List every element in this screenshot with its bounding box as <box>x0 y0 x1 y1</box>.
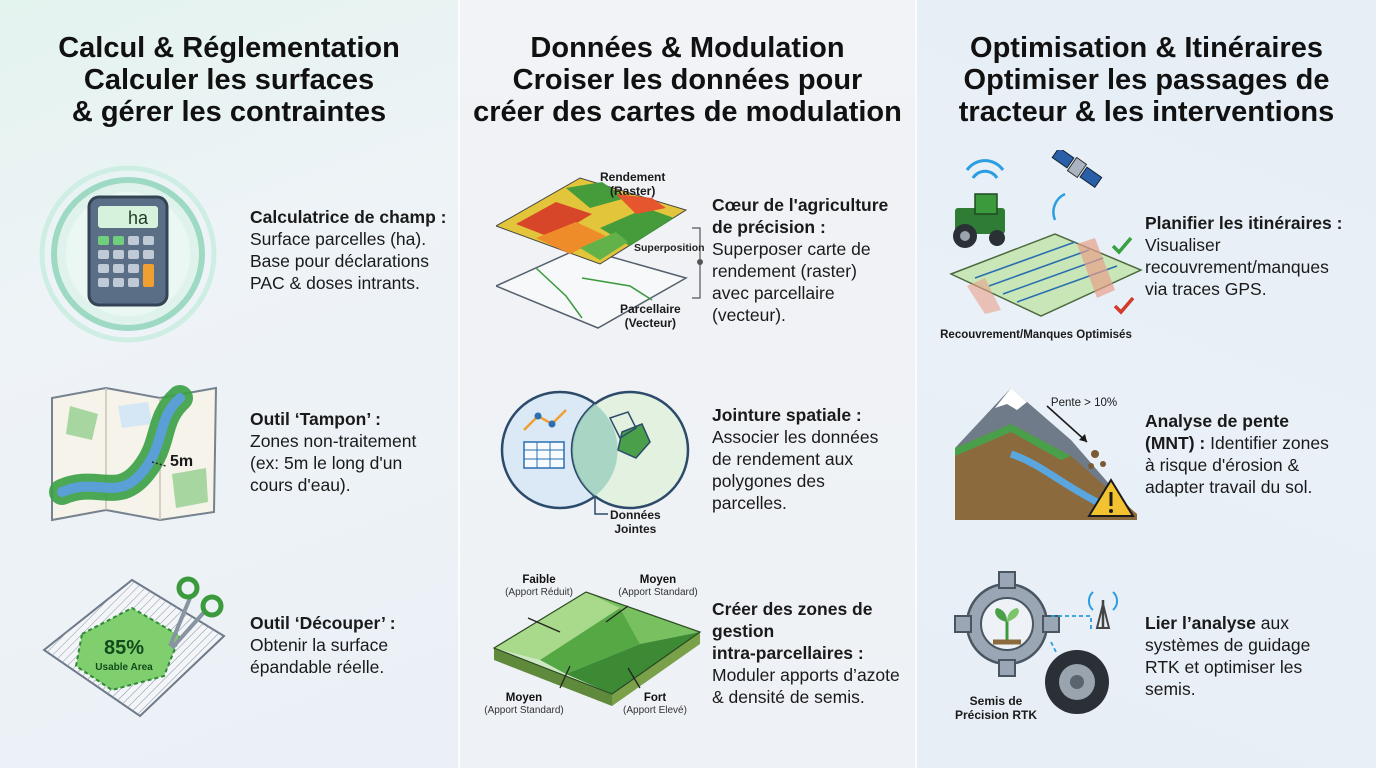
column-title: Calcul & Réglementation Calculer les sur… <box>58 32 400 128</box>
column-title: Données & Modulation Croiser les données… <box>473 32 902 128</box>
calculator-icon: ha <box>39 165 217 343</box>
zone-label-fort: Fort (Apport Elevé) <box>623 692 687 716</box>
item-text: Créer des zones de gestion intra-parcell… <box>712 599 900 707</box>
item-heading: Cœur de l'agriculture <box>712 195 889 215</box>
item-text: Planifier les itinéraires : Visualiser r… <box>1145 213 1343 299</box>
zone-label-moyen-top: Moyen (Apport Standard) <box>618 574 698 598</box>
tractor-gps-icon <box>949 150 1143 317</box>
column-optimisation: Optimisation & Itinéraires Optimiser les… <box>917 0 1376 768</box>
item-heading: Outil ‘Tampon’ : <box>250 409 381 429</box>
scissors-clip-icon: 85% Usable Area <box>42 576 226 718</box>
item-text: Lier l’analyse aux systèmes de guidage R… <box>1145 613 1311 699</box>
mountain-slope-icon <box>955 388 1137 520</box>
zone-label-moyen-bottom: Moyen (Apport Standard) <box>484 692 564 716</box>
rtk-caption: Semis de Précision RTK <box>954 694 1038 722</box>
item-heading: Créer des zones de <box>712 599 873 619</box>
item-text: Cœur de l'agriculture de précision : Sup… <box>712 195 889 325</box>
item-heading: Calculatrice de champ : <box>250 207 447 227</box>
calculator-display-text: ha <box>128 208 149 228</box>
raster-label: Rendement (Raster) <box>600 170 666 198</box>
item-text: Outil ‘Découper’ : Obtenir la surface ép… <box>250 613 396 677</box>
item-heading: Outil ‘Découper’ : <box>250 613 396 633</box>
venn-join-icon <box>500 390 690 515</box>
column-title: Optimisation & Itinéraires Optimiser les… <box>958 32 1335 128</box>
joined-data-label: Données Jointes <box>610 508 661 536</box>
item-text: Jointure spatiale : Associer les données… <box>712 405 879 513</box>
overlap-caption: Recouvrement/Manques Optimisés <box>940 329 1132 341</box>
item-text: Outil ‘Tampon’ : Zones non-traitement (e… <box>250 409 417 495</box>
buffer-distance-label: 5m <box>170 453 193 470</box>
item-text: Analyse de pente (MNT) : Identifier zone… <box>1145 411 1329 497</box>
usable-percent-label: 85% <box>104 637 144 659</box>
raster-vector-overlay-icon <box>496 177 703 329</box>
item-text: Calculatrice de champ : Surface parcelle… <box>250 207 447 293</box>
vector-label: Parcellaire (Vecteur) <box>620 302 681 330</box>
gear-seedling-rtk-icon <box>954 571 1119 714</box>
column-donnees: Données & Modulation Croiser les données… <box>458 0 917 768</box>
item-heading: Jointure spatiale : <box>712 405 862 425</box>
slope-caption: Pente > 10% <box>1050 397 1118 409</box>
zone-label-faible: Faible (Apport Réduit) <box>505 574 573 598</box>
map-buffer-icon: 5m <box>49 385 218 522</box>
item-heading: Planifier les itinéraires : <box>1145 213 1343 233</box>
item-heading: Lier l’analyse <box>1145 613 1256 633</box>
item-heading: Analyse de pente <box>1145 411 1289 431</box>
usable-area-label: Usable Area <box>95 662 153 673</box>
superposition-label: Superposition <box>634 242 705 254</box>
zone-map-icon <box>492 591 702 706</box>
column-calcul: Calcul & Réglementation Calculer les sur… <box>0 0 458 768</box>
